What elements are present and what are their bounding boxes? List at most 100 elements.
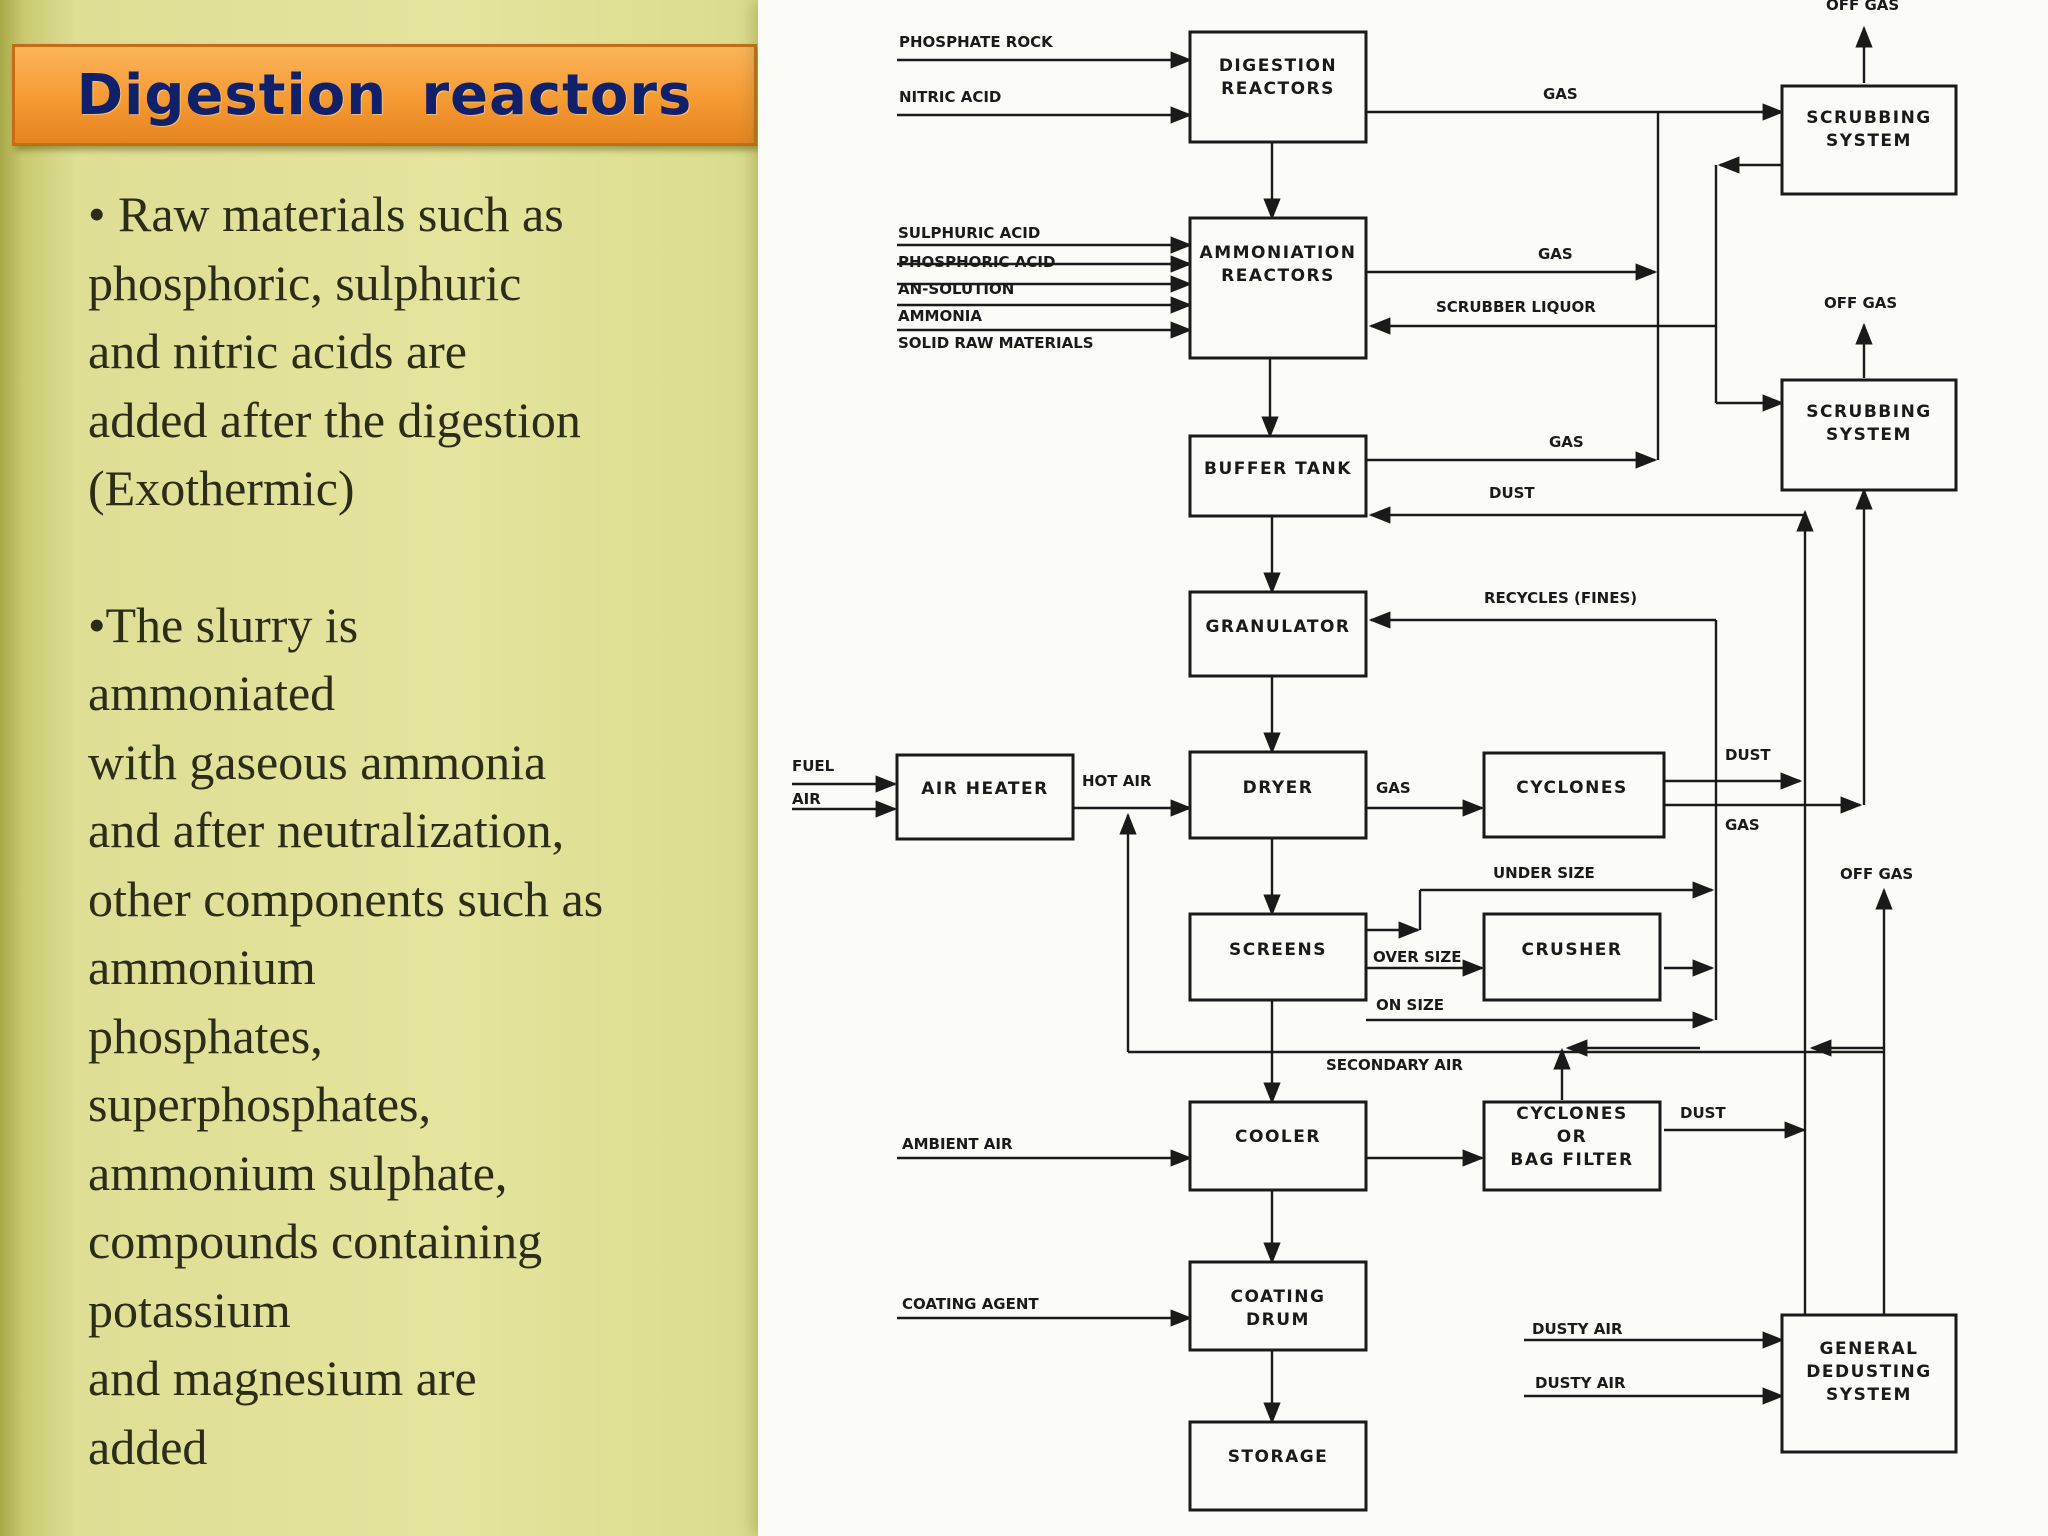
label-cyclones-bag-2: OR bbox=[1557, 1127, 1588, 1147]
label-nitric-acid: NITRIC ACID bbox=[899, 88, 1001, 106]
label-off-gas-1: OFF GAS bbox=[1826, 0, 1899, 14]
label-fuel: FUEL bbox=[792, 757, 835, 775]
text-line: superphosphates, bbox=[88, 1076, 431, 1132]
box-cyclones bbox=[1482, 751, 1666, 839]
text-line: ammoniated bbox=[88, 665, 336, 721]
text-line: (Exothermic) bbox=[88, 460, 355, 516]
label-buffer-tank: BUFFER TANK bbox=[1204, 459, 1352, 479]
body-text: • Raw materials such as phosphoric, sulp… bbox=[88, 180, 748, 1481]
label-dryer: DRYER bbox=[1243, 778, 1314, 798]
label-phosphoric-acid: PHOSPHORIC ACID bbox=[898, 253, 1055, 271]
label-coating-agent: COATING AGENT bbox=[902, 1295, 1039, 1313]
label-over-size: OVER SIZE bbox=[1373, 948, 1461, 966]
label-dust-3: DUST bbox=[1680, 1104, 1726, 1122]
label-coating-1: COATING bbox=[1231, 1287, 1326, 1307]
box-general-dedusting-system bbox=[1780, 1313, 1958, 1454]
label-storage: STORAGE bbox=[1228, 1447, 1329, 1467]
label-ammoniation-2: REACTORS bbox=[1221, 266, 1335, 286]
label-on-size: ON SIZE bbox=[1376, 996, 1444, 1014]
label-scrub2-2: SYSTEM bbox=[1826, 425, 1912, 445]
process-boxes bbox=[895, 30, 1958, 1512]
box-buffer-tank bbox=[1188, 434, 1368, 518]
label-gas-5: GAS bbox=[1725, 816, 1760, 834]
text-line: and nitric acids are bbox=[88, 323, 467, 379]
label-ammonia: AMMONIA bbox=[898, 307, 982, 325]
label-secondary-air: SECONDARY AIR bbox=[1326, 1056, 1463, 1074]
box-ammoniation-reactors bbox=[1188, 216, 1368, 360]
box-storage bbox=[1188, 1420, 1368, 1512]
label-dust-1: DUST bbox=[1489, 484, 1535, 502]
box-cyclones-or-bag-filter bbox=[1482, 1100, 1662, 1192]
label-dedusting-1: GENERAL bbox=[1820, 1339, 1919, 1359]
text-line: other components such as bbox=[88, 870, 604, 927]
label-air-heater: AIR HEATER bbox=[921, 779, 1048, 799]
text-line: ammonium bbox=[88, 939, 316, 995]
box-coating-drum bbox=[1188, 1260, 1368, 1352]
label-an-solution: AN-SOLUTION bbox=[898, 280, 1014, 298]
label-scrub1-1: SCRUBBING bbox=[1806, 108, 1932, 128]
box-digestion-reactors bbox=[1188, 30, 1368, 144]
label-dust-2: DUST bbox=[1725, 746, 1771, 764]
box-scrubbing-system-2 bbox=[1780, 378, 1958, 492]
text-line: potassium bbox=[88, 1281, 291, 1338]
label-coating-2: DRUM bbox=[1246, 1310, 1310, 1330]
box-screens bbox=[1188, 912, 1368, 1002]
label-cyclones-bag-3: BAG FILTER bbox=[1510, 1150, 1633, 1170]
text-line: and magnesium are bbox=[88, 1350, 477, 1406]
label-scrubber-liquor: SCRUBBER LIQUOR bbox=[1436, 298, 1596, 316]
text-line: •The slurry is bbox=[88, 596, 359, 653]
label-screens: SCREENS bbox=[1229, 940, 1327, 960]
label-off-gas-3: OFF GAS bbox=[1840, 865, 1913, 883]
text-line: phosphoric, sulphuric bbox=[88, 254, 522, 311]
flow-lines bbox=[792, 25, 1893, 1425]
label-scrub2-1: SCRUBBING bbox=[1806, 402, 1932, 422]
label-recycles-fines: RECYCLES (FINES) bbox=[1484, 589, 1637, 607]
label-under-size: UNDER SIZE bbox=[1493, 864, 1595, 882]
label-phosphate-rock: PHOSPHATE ROCK bbox=[899, 33, 1054, 51]
box-cooler bbox=[1188, 1100, 1368, 1192]
label-gas-4: GAS bbox=[1376, 779, 1411, 797]
label-crusher: CRUSHER bbox=[1521, 940, 1622, 960]
paragraph-slurry: •The slurry is ammoniated with gaseous a… bbox=[88, 591, 748, 1482]
text-line: • Raw materials such as bbox=[88, 186, 564, 242]
label-ambient-air: AMBIENT AIR bbox=[902, 1135, 1013, 1153]
label-cooler: COOLER bbox=[1235, 1127, 1321, 1147]
label-digestion-1: DIGESTION bbox=[1219, 56, 1337, 76]
label-off-gas-2: OFF GAS bbox=[1824, 294, 1897, 312]
label-sulphuric-acid: SULPHURIC ACID bbox=[898, 224, 1040, 242]
label-dedusting-3: SYSTEM bbox=[1826, 1385, 1912, 1405]
label-granulator: GRANULATOR bbox=[1205, 617, 1350, 637]
label-gas-3: GAS bbox=[1549, 433, 1584, 451]
box-crusher bbox=[1482, 912, 1662, 1002]
paragraph-raw-materials: • Raw materials such as phosphoric, sulp… bbox=[88, 180, 748, 523]
label-air: AIR bbox=[792, 790, 821, 808]
box-scrubbing-system-1 bbox=[1780, 84, 1958, 196]
text-line: phosphates, bbox=[88, 1007, 323, 1064]
label-dedusting-2: DEDUSTING bbox=[1806, 1362, 1932, 1382]
box-labels: DIGESTION REACTORS AMMONIATION REACTORS … bbox=[921, 56, 1932, 1467]
slide-title-banner: Digestion reactors bbox=[12, 44, 757, 146]
text-line: ammonium sulphate, bbox=[88, 1144, 508, 1201]
slide-title: Digestion reactors bbox=[76, 62, 693, 128]
label-cyclones-bag-1: CYCLONES bbox=[1516, 1104, 1627, 1124]
label-scrub1-2: SYSTEM bbox=[1826, 131, 1912, 151]
text-line: and after neutralization, bbox=[88, 802, 565, 858]
label-cyclones: CYCLONES bbox=[1516, 778, 1627, 798]
flow-labels: PHOSPHATE ROCK NITRIC ACID SULPHURIC ACI… bbox=[792, 0, 1913, 1392]
label-solid-raw-materials: SOLID RAW MATERIALS bbox=[898, 334, 1094, 352]
paper-background bbox=[0, 0, 760, 1536]
text-line: added bbox=[88, 1418, 208, 1475]
box-granulator bbox=[1188, 590, 1368, 678]
box-dryer bbox=[1188, 750, 1368, 840]
label-gas-1: GAS bbox=[1543, 85, 1578, 103]
text-line: compounds containing bbox=[88, 1213, 543, 1269]
label-gas-2: GAS bbox=[1538, 245, 1573, 263]
label-ammoniation-1: AMMONIATION bbox=[1200, 243, 1357, 263]
label-hot-air: HOT AIR bbox=[1082, 772, 1152, 790]
text-line: added after the digestion bbox=[88, 391, 581, 448]
label-digestion-2: REACTORS bbox=[1221, 79, 1335, 99]
box-air-heater bbox=[895, 753, 1075, 841]
label-dusty-air-2: DUSTY AIR bbox=[1535, 1374, 1626, 1392]
label-dusty-air-1: DUSTY AIR bbox=[1532, 1320, 1623, 1338]
